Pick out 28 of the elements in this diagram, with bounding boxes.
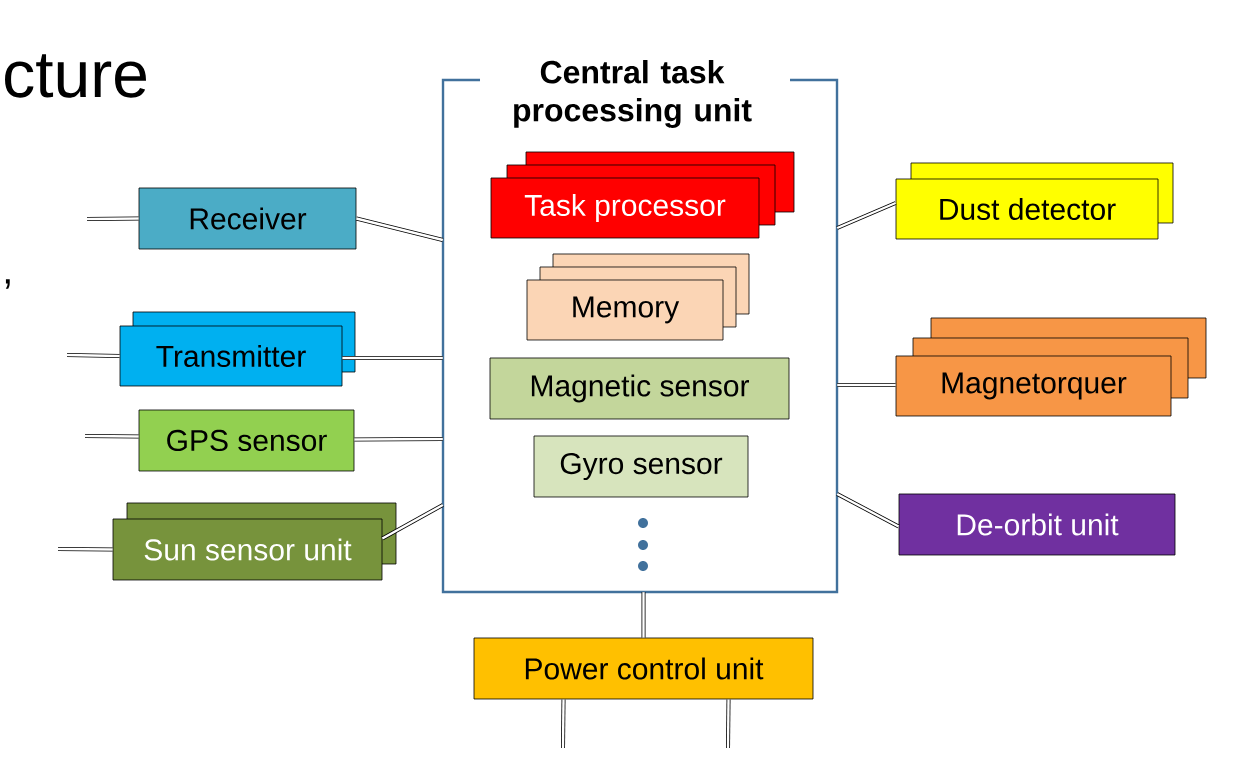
double-line <box>561 699 566 749</box>
double-line <box>85 434 139 439</box>
stacked-boxes: Transmitter <box>119 311 356 387</box>
double-line <box>66 353 120 358</box>
double-line <box>837 383 896 387</box>
double-line <box>641 592 646 638</box>
process-box: Receiver <box>138 187 357 250</box>
stacked-boxes: Memory <box>526 253 750 341</box>
process-box: GPS sensor <box>138 409 355 472</box>
process-box: De-orbit unit <box>898 493 1176 556</box>
slide-text: , <box>5 279 10 289</box>
stacked-boxes: Task processor <box>490 151 795 239</box>
process-box: Magnetic sensor <box>489 357 790 420</box>
stacked-boxes: Sun sensor unit <box>112 502 397 581</box>
double-line <box>87 216 139 221</box>
double-line <box>836 201 897 230</box>
double-line <box>342 356 443 360</box>
process-box: Gyro sensor <box>533 435 749 498</box>
double-line <box>726 699 731 749</box>
double-line <box>58 547 113 552</box>
double-line <box>836 492 900 529</box>
stacked-boxes: Dust detector <box>895 162 1174 240</box>
double-line <box>381 503 444 541</box>
process-box: Power control unit <box>473 637 814 700</box>
slide-text: cture <box>5 54 146 98</box>
double-line <box>354 437 443 442</box>
double-line <box>355 216 444 242</box>
stacked-boxes: Magnetorquer <box>895 317 1207 417</box>
